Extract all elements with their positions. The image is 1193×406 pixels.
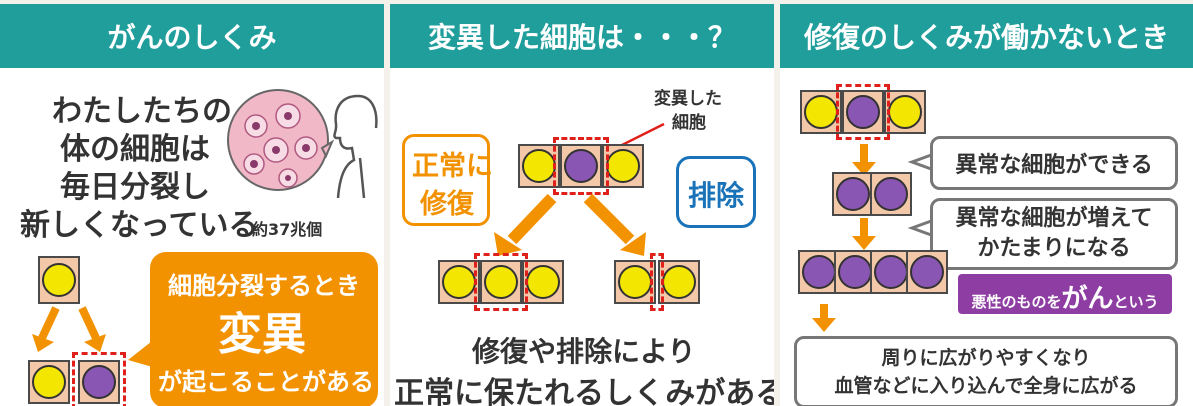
panel-cancer-mechanism: がんのしくみ わたしたちの 体の細胞は 毎日分裂し 新しくなっている 約37兆個 [0,4,384,406]
nucleus-normal [42,263,76,297]
daughter-cell-normal [28,360,70,404]
nucleus-normal [804,95,838,129]
s2-cell-2 [870,172,912,216]
s3-cell-1 [798,250,840,294]
intro-line-2: 体の細胞は [60,132,210,167]
step-1-box: 異常な細胞ができる [930,136,1178,190]
repair-label-1: 正常に [412,151,493,182]
nucleus-normal [662,265,696,299]
s3-cell-3 [870,250,912,294]
panel-1-title: がんのしくみ [0,4,384,68]
step-2-line-2: かたまりになる [977,236,1131,261]
callout-line-3: が起こることがある [158,368,374,396]
exclude-label: 排除 [688,179,745,212]
nucleus-normal [606,149,640,183]
nucleus-normal [484,265,518,299]
mutated-label-2: 細胞 [672,113,706,133]
mutated-label-1: 変異した [654,89,722,109]
intro-line-4: 新しくなっている [20,208,259,243]
step-1-text: 異常な細胞ができる [955,153,1153,178]
top-cell-2 [560,144,602,188]
daughter-cell-mutated [78,360,120,404]
nucleus-abnormal [874,255,908,289]
s2-cell-1 [832,172,874,216]
remaining-cell-1 [614,260,656,304]
s1-highlight [836,84,890,140]
intro-line-3: 毎日分裂し [60,170,210,205]
exclude-callout [676,156,756,228]
s1-cell-2 [842,90,884,134]
panel-mutated-cells: 変異した細胞は・・・？ 変異した 細胞 正常に 修復 排除 修復や排除により 正… [390,4,774,406]
mutation-highlight [72,352,126,406]
nucleus-normal [32,365,66,399]
mutation-callout [150,252,378,406]
branch-arrows [494,193,646,256]
callout-line-1: 細胞分裂するとき [168,272,360,300]
s3-cell-2 [834,250,876,294]
repaired-cell-3 [522,260,564,304]
cancer-note-after: という [1113,293,1159,311]
remaining-cell-2 [658,260,700,304]
s1-cell-3 [884,90,926,134]
nucleus-abnormal [802,255,836,289]
nucleus-normal [618,265,652,299]
nucleus-abnormal [838,255,872,289]
step-3-line-1: 周りに広がりやすくなり [881,347,1091,369]
bottom-line-1: 修復や排除により [472,335,696,368]
removed-gap-highlight [650,253,664,311]
callout-big: 変異 [218,309,306,360]
nucleus-normal [526,265,560,299]
nucleus-normal [522,149,556,183]
step-2-line-1: 異常な細胞が増えて [955,206,1153,231]
intro-line-1: わたしたちの [52,94,232,129]
bottom-line-2: 正常に保たれるしくみがある [394,376,774,406]
s3-cell-4 [906,250,948,294]
nucleus-abnormal [874,177,908,211]
mutated-highlight [553,137,609,195]
nucleus-abnormal [836,177,870,211]
cancer-note: 悪性のものを がん という [958,274,1172,314]
down-arrow-2 [852,218,876,250]
nucleus-abnormal [846,95,880,129]
nucleus-abnormal [564,149,598,183]
magnified-cells-illustration [227,89,335,191]
down-arrow-1 [852,144,876,176]
s1-cell-1 [800,90,842,134]
step-3-line-2: 血管などに入り込んで全身に広がる [834,375,1138,397]
nucleus-normal [888,95,922,129]
down-arrow-3 [812,304,836,332]
step-2-box: 異常な細胞が増えて かたまりになる [930,198,1178,270]
repair-label-2: 修復 [420,189,474,220]
nucleus-abnormal [910,255,944,289]
nucleus-abnormal [82,365,116,399]
repaired-cell-1 [438,260,480,304]
parent-cell [38,256,80,304]
repaired-highlight [474,253,528,311]
nucleus-normal [442,265,476,299]
panel-3-title: 修復のしくみが働かないとき [780,4,1193,68]
panel-repair-failure: 修復のしくみが働かないとき 異常な細胞ができる 異常な細胞が増えて かたまりにな… [780,4,1193,406]
person-outline-icon [333,94,378,199]
cancer-note-before: 悪性のものを [971,293,1062,311]
repaired-cell-2 [480,260,522,304]
panel-2-title: 変異した細胞は・・・？ [390,4,774,68]
division-arrows [32,306,106,352]
cell-count-label: 約37兆個 [252,220,323,239]
callout-pointer [128,338,156,368]
repair-callout [402,134,490,226]
cancer-note-big: がん [1061,284,1114,314]
step-3-box: 周りに広がりやすくなり 血管などに入り込んで全身に広がる [794,336,1178,406]
